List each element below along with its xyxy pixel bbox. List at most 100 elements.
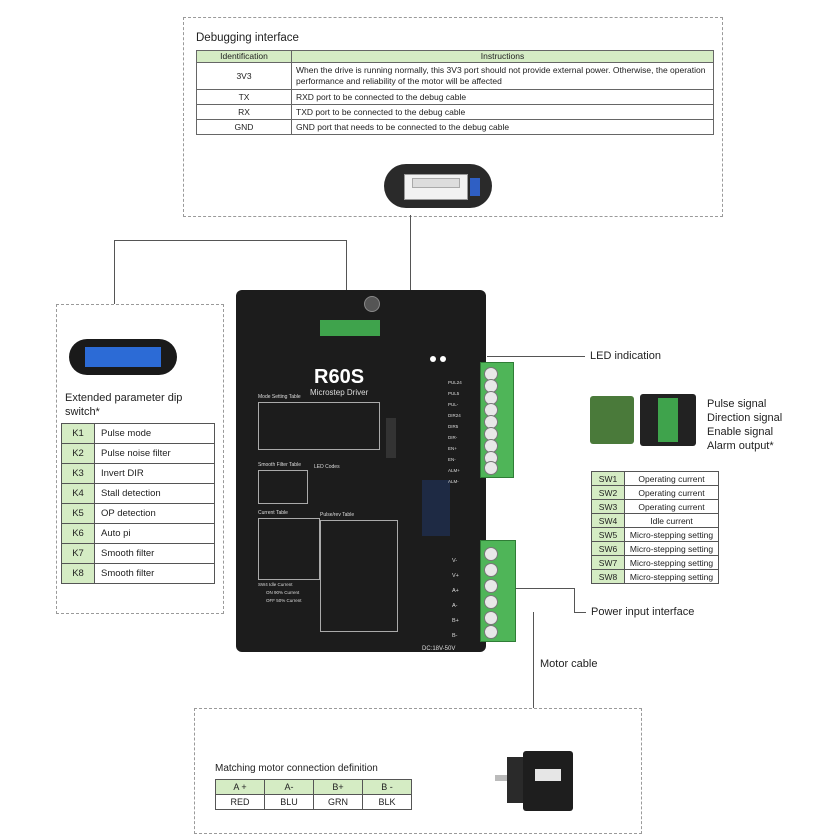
motor-header: A + bbox=[215, 779, 265, 795]
dip-key: K4 bbox=[61, 483, 95, 504]
voltage-label: DC:18V-50V bbox=[422, 646, 456, 652]
power-input-label: Power input interface bbox=[591, 606, 695, 618]
debug-header-id: Identification bbox=[196, 50, 292, 63]
pulse-table-grid bbox=[320, 520, 398, 632]
idle-off: OFF 50% Current bbox=[266, 598, 302, 603]
dip-key: K6 bbox=[61, 523, 95, 544]
signal-pin-label: PUL5 bbox=[448, 391, 460, 396]
debug-id: RX bbox=[196, 104, 292, 120]
table-row: RED BLU GRN BLK bbox=[215, 794, 412, 810]
power-pin-label: B+ bbox=[452, 618, 459, 624]
dip-value: Pulse mode bbox=[94, 423, 215, 444]
current-table-title: Current Table bbox=[258, 510, 288, 516]
motor-panel: Matching motor connection definition A +… bbox=[194, 708, 642, 834]
dip-key: K5 bbox=[61, 503, 95, 524]
driver-model: R60S bbox=[314, 366, 365, 388]
dip-key: K8 bbox=[61, 563, 95, 584]
dip-leader-line-v1 bbox=[114, 240, 115, 304]
power-pin-label: A+ bbox=[452, 588, 459, 594]
power-pin-label: V+ bbox=[452, 573, 459, 579]
power-pin-label: B- bbox=[452, 633, 458, 639]
pulse-table-title: Pulse/rev Table bbox=[320, 512, 355, 518]
dip-switch-image bbox=[69, 339, 177, 375]
top-connector bbox=[320, 320, 380, 336]
sw-key: SW3 bbox=[591, 499, 625, 514]
power-terminal-block[interactable] bbox=[480, 540, 516, 642]
sw-value: Micro-stepping setting bbox=[624, 555, 719, 570]
motor-image bbox=[495, 745, 575, 815]
dip-value: Auto pi bbox=[94, 523, 215, 544]
motor-header: A- bbox=[264, 779, 314, 795]
signal-pin-label: ALM- bbox=[448, 479, 459, 484]
motor-color: BLU bbox=[264, 794, 314, 810]
dip-key: K1 bbox=[61, 423, 95, 444]
table-row: 3V3 When the drive is running normally, … bbox=[196, 62, 714, 90]
debug-header-instructions: Instructions bbox=[291, 50, 714, 63]
led-codes-title: LED Codes bbox=[314, 464, 340, 470]
debug-table-header: Identification Instructions bbox=[196, 50, 714, 63]
led-indication-label: LED indication bbox=[590, 350, 661, 362]
debug-id: GND bbox=[196, 119, 292, 135]
power-leader-line-v bbox=[574, 588, 575, 612]
dip-key: K7 bbox=[61, 543, 95, 564]
dip-value: OP detection bbox=[94, 503, 215, 524]
sw-value: Idle current bbox=[624, 513, 719, 528]
motor-title: Matching motor connection definition bbox=[215, 763, 378, 774]
motor-header: B - bbox=[362, 779, 412, 795]
signal-connector-image bbox=[640, 394, 696, 446]
debug-id: TX bbox=[196, 89, 292, 105]
dip-value: Stall detection bbox=[94, 483, 215, 504]
debug-interface-panel: Debugging interface Identification Instr… bbox=[183, 17, 723, 217]
motor-color: BLK bbox=[362, 794, 412, 810]
debug-title: Debugging interface bbox=[196, 32, 299, 44]
debug-connector-image bbox=[384, 164, 492, 208]
debug-text: TXD port to be connected to the debug ca… bbox=[291, 104, 714, 120]
signal-terminal-block[interactable] bbox=[480, 362, 514, 478]
led-leader-line bbox=[487, 356, 585, 357]
motor-table-header: A + A- B+ B - bbox=[215, 779, 412, 795]
current-table-grid bbox=[258, 518, 320, 580]
dip-key: K2 bbox=[61, 443, 95, 464]
sw-key: SW5 bbox=[591, 527, 625, 542]
debug-text: GND port that needs to be connected to t… bbox=[291, 119, 714, 135]
dip-value: Invert DIR bbox=[94, 463, 215, 484]
motor-cable-label: Motor cable bbox=[540, 658, 598, 670]
sw-value: Operating current bbox=[624, 471, 719, 486]
driver-subtitle: Microstep Driver bbox=[310, 388, 369, 397]
led-green bbox=[430, 356, 436, 362]
signal-pin-label: DIR5 bbox=[448, 424, 459, 429]
motor-table: A + A- B+ B - RED BLU GRN BLK bbox=[215, 779, 412, 810]
power-pin-label: V- bbox=[452, 558, 458, 564]
table-row: RX TXD port to be connected to the debug… bbox=[196, 104, 714, 120]
sw-value: Operating current bbox=[624, 499, 719, 514]
sw-value: Micro-stepping setting bbox=[624, 569, 719, 584]
mode-table-grid bbox=[258, 402, 380, 450]
smooth-table-title: Smooth Filter Table bbox=[258, 462, 301, 468]
signal-pin-label: EN+ bbox=[448, 446, 457, 451]
enable-signal-label: Enable signal bbox=[707, 426, 774, 438]
power-leader-line-h bbox=[516, 588, 574, 589]
driver-dip-switch[interactable] bbox=[422, 480, 450, 536]
mode-table-title: Mode Setting Table bbox=[258, 394, 301, 400]
signal-pin-label: DIR24 bbox=[448, 413, 461, 418]
debug-text: When the drive is running normally, this… bbox=[291, 62, 714, 90]
debug-leader-line bbox=[410, 215, 411, 335]
dip-leader-line-v2 bbox=[346, 240, 347, 330]
sw-key: SW7 bbox=[591, 555, 625, 570]
driver-body: R60S Microstep Driver Mode Setting Table… bbox=[236, 290, 486, 652]
signal-pin-label: PUL24 bbox=[448, 380, 462, 385]
